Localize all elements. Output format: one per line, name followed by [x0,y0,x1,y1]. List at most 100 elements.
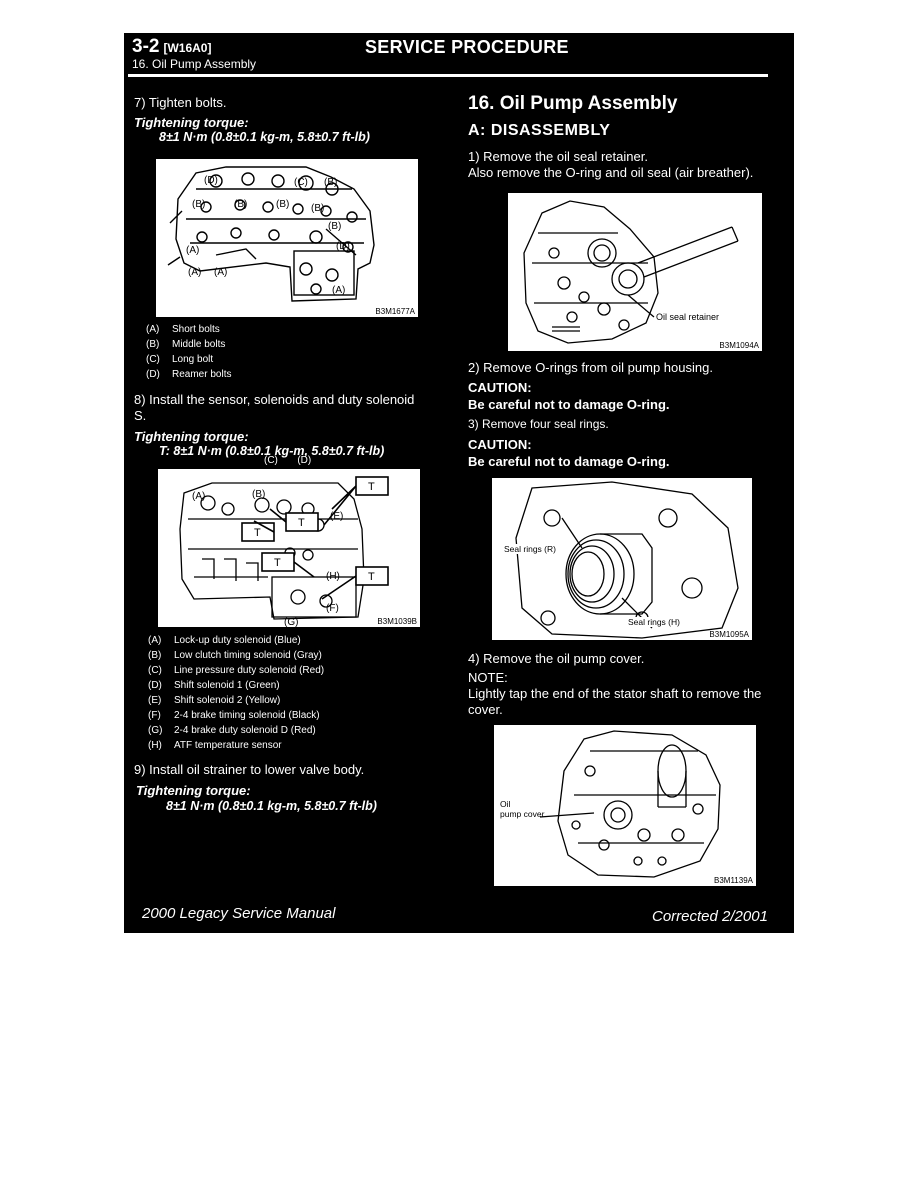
svg-text:T: T [368,571,375,583]
figure-oil-pump-cover: Oil pump cover B3M1139A [493,724,757,887]
legend-text: Line pressure duty solenoid (Red) [174,665,325,676]
legend-text: Reamer bolts [172,369,232,380]
callout-c-d: (C) (D) [264,455,312,466]
page-title: SERVICE PROCEDURE [365,37,569,57]
legend-key: (F) [148,710,161,721]
svg-text:(C): (C) [294,177,308,188]
figure-solenoids: (C) (A)(B) (E)(H)(F) (G) TTT TT (C) (D) … [157,455,421,628]
note-line2: cover. [468,702,503,717]
legend-item: (E)Shift solenoid 2 (Yellow) [148,695,324,710]
legend-item: (H) ATF temperature sensor [148,740,324,755]
svg-text:(D): (D) [336,241,350,252]
svg-text:(B): (B) [192,199,205,210]
legend-text: ATF temperature sensor [174,740,282,751]
step-7: 7) Tighten bolts. [134,95,227,110]
step-3: 3) Remove four seal rings. [468,417,609,431]
callout-seal-rings-r: Seal rings (R) [504,544,556,554]
legend-item: (A) Short bolts [146,324,231,339]
caution-text-2: Be careful not to damage O-ring. [468,454,670,469]
legend-text: Shift solenoid 2 (Yellow) [174,695,281,706]
legend-item: (A) Lock-up duty solenoid (Blue) [148,635,324,650]
legend-item: (C)Long bolt [146,354,231,369]
step-9: 9) Install oil strainer to lower valve b… [134,762,365,777]
torque-value-3: 8±1 N·m (0.8±0.1 kg-m, 5.8±0.7 ft-lb) [166,799,377,813]
legend-text: Middle bolts [172,339,226,350]
legend-item: (G) 2-4 brake duty solenoid D (Red) [148,725,324,740]
legend-key: (A) [146,324,160,335]
figure-seal-rings: Seal rings (R) Seal rings (H) B3M1095A [491,477,753,641]
solenoid-drawing: (C) (A)(B) (E)(H)(F) (G) TTT TT [179,469,389,627]
legend-text: Lock-up duty solenoid (Blue) [174,635,301,646]
legend-item: (F) 2-4 brake timing solenoid (Black) [148,710,324,725]
svg-text:T: T [254,527,261,539]
legend-bolts: (A) Short bolts (B) Middle bolts (C)Long b… [146,324,231,384]
section-number: 3-2 [132,36,160,57]
section-code: 3-2[W16A0] [132,36,211,58]
callout-seal-rings-h: Seal rings (H) [628,617,680,627]
svg-text:T: T [274,557,281,569]
svg-text:(B): (B) [252,489,265,500]
caution-text-1: Be careful not to damage O-ring. [468,397,670,412]
svg-text:(B): (B) [324,177,337,188]
valve-body-drawing: (D)(C)(B) (B)(B)(B) (B)(B)(D) (A)(A)(A) … [167,166,375,302]
legend-text: Short bolts [172,324,220,335]
step-1-line2: Also remove the O-ring and oil seal (air… [468,165,754,180]
figure-code: B3M1677A [375,307,415,316]
legend-key: (G) [148,725,163,736]
legend-text: Low clutch timing solenoid (Gray) [174,650,322,661]
caution-label-2: CAUTION: [468,437,532,452]
legend-item: (D) Reamer bolts [146,369,231,384]
legend-item: (D) Shift solenoid 1 (Green) [148,680,324,695]
seal-rings-drawing [515,481,739,639]
svg-text:(A): (A) [332,285,345,296]
legend-item: (B)Low clutch timing solenoid (Gray) [148,650,324,665]
torque-label-3: Tightening torque: [136,783,251,798]
figure-oil-seal-retainer: Oil seal retainer B3M1094A [507,192,763,352]
legend-key: (B) [146,339,160,350]
manual-page: 3-2[W16A0] 16. Oil Pump Assembly SERVICE… [124,33,794,933]
step-8-line1: 8) Install the sensor, solenoids and dut… [134,392,415,407]
svg-text:(C): (C) [250,469,264,470]
svg-text:(H): (H) [326,571,340,582]
legend-key: (C) [148,665,162,676]
legend-text: 2-4 brake timing solenoid (Black) [174,710,320,721]
svg-text:T: T [368,481,375,493]
note-label: NOTE: [468,670,508,685]
legend-key: (D) [148,680,162,691]
oil-pump-cover-drawing [539,730,721,878]
header-divider [128,74,768,77]
torque-value-1: 8±1 N·m (0.8±0.1 kg-m, 5.8±0.7 ft-lb) [159,130,370,144]
figure-valve-body-bolts: (D)(C)(B) (B)(B)(B) (B)(B)(D) (A)(A)(A) … [155,158,419,318]
figure-code: B3M1094A [719,341,759,350]
figure-code: B3M1095A [709,630,749,639]
torque-label-2: Tightening torque: [134,429,249,444]
svg-text:(A): (A) [214,267,227,278]
torque-label-1: Tightening torque: [134,115,249,130]
legend-text: Long bolt [172,354,214,365]
step-2: 2) Remove O-rings from oil pump housing. [468,360,713,375]
svg-text:(A): (A) [192,491,205,502]
svg-text:(F): (F) [326,603,339,614]
legend-key: (H) [148,740,162,751]
figure-code: B3M1139A [714,876,753,885]
subsection-disassembly: A: DISASSEMBLY [468,122,611,139]
svg-text:(G): (G) [284,617,298,627]
svg-text:(A): (A) [188,267,201,278]
callout-oil-seal-retainer: Oil seal retainer [656,312,720,322]
svg-text:(B): (B) [328,221,341,232]
figure-code: B3M1039B [377,617,417,626]
step-8-line2: S. [134,408,147,423]
step-1-line1: 1) Remove the oil seal retainer. [468,149,648,164]
legend-key: (A) [148,635,162,646]
legend-text: 2-4 brake duty solenoid D (Red) [174,725,316,736]
svg-text:(D): (D) [204,175,218,186]
svg-text:(A): (A) [186,245,199,256]
legend-key: (D) [146,369,160,380]
footer-manual-title: 2000 Legacy Service Manual [142,905,336,922]
callout-oil-line1: Oil [500,799,511,809]
svg-text:(B): (B) [234,199,247,210]
svg-text:(B): (B) [311,203,324,214]
legend-item: (C) Line pressure duty solenoid (Red) [148,665,324,680]
subsection-title: 16. Oil Pump Assembly [132,57,257,71]
legend-text: Shift solenoid 1 (Green) [174,680,280,691]
